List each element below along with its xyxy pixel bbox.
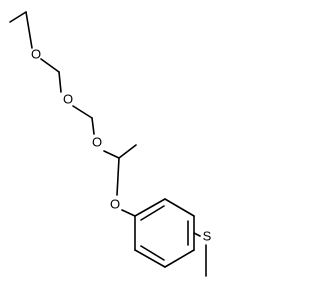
benzene-ring (134, 198, 195, 268)
bond-c7-o4 (116, 157, 120, 196)
bond-o4-ring (121, 209, 136, 217)
atom-oxygen-3: O (92, 135, 102, 150)
atom-sulfur: S (203, 229, 212, 244)
bond-c2-o1 (25, 11, 33, 49)
bond-c3-c4 (58, 71, 62, 93)
bond-o3-c7 (103, 150, 120, 159)
structural-formula: O O O O S (9, 11, 212, 277)
atom-oxygen-2: O (63, 92, 73, 107)
bond-o1-c3 (40, 58, 60, 73)
bond-c7-methyl (118, 144, 137, 159)
bond-c5-c6 (91, 117, 95, 135)
bond-o2-c5 (72, 105, 93, 119)
atom-oxygen-1: O (31, 47, 41, 62)
bond-c1-c2 (9, 11, 27, 23)
atom-oxygen-4: O (110, 197, 120, 212)
bond-ring-to-sulfur (193, 232, 201, 237)
